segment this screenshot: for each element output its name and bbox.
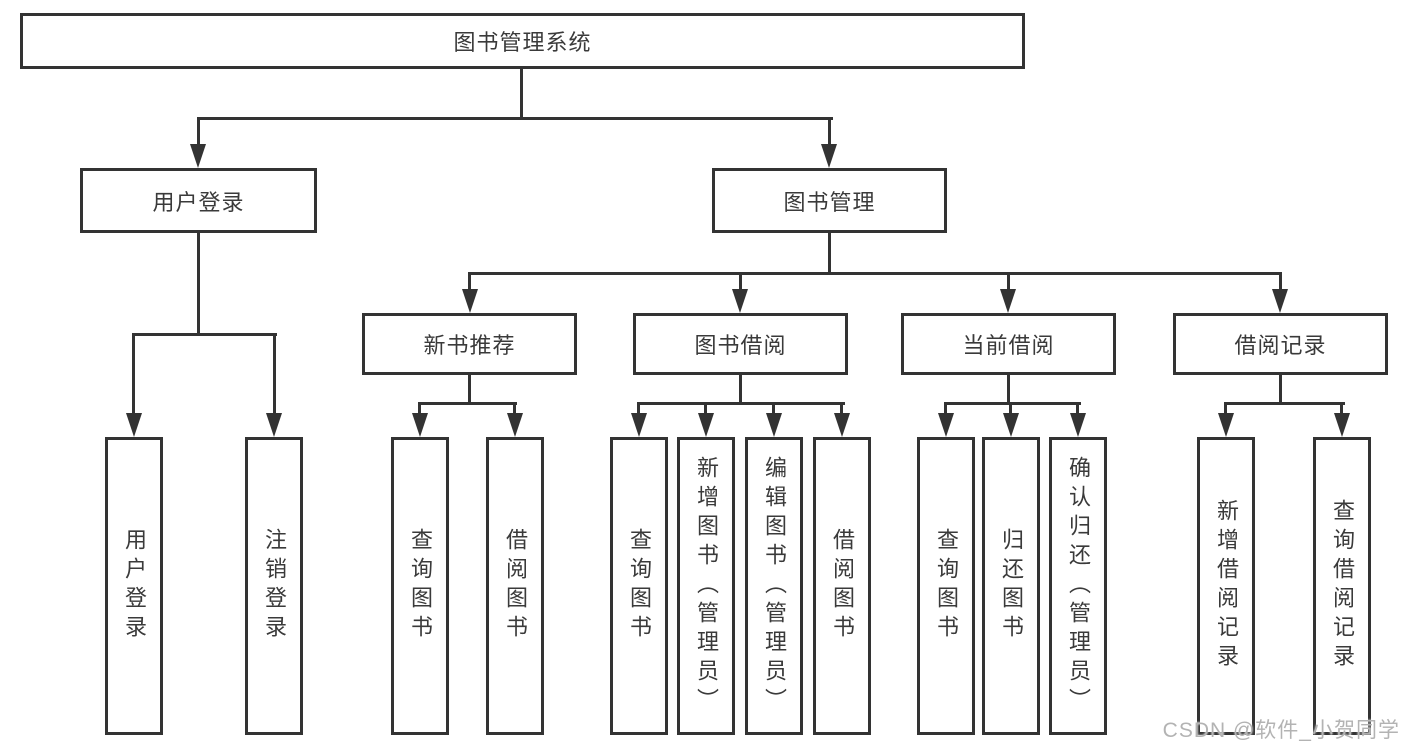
- leaf-query-borrow-record: 查询借阅记录: [1313, 437, 1371, 735]
- connector-line: [520, 69, 523, 120]
- leaf-query-books-current: 查询图书: [917, 437, 975, 735]
- leaf-label: 确认归还（管理员）: [1066, 455, 1091, 717]
- leaf-label: 新增图书（管理员）: [694, 455, 719, 717]
- connector-line: [1279, 375, 1282, 405]
- node-user-login: 用户登录: [80, 168, 317, 233]
- node-label: 新书推荐: [423, 333, 516, 358]
- connector-line: [1007, 272, 1010, 293]
- leaf-label: 查询图书: [934, 528, 959, 644]
- csdn-watermark: CSDN @软件_小贺同学: [1162, 719, 1400, 742]
- connector-line: [1279, 272, 1282, 293]
- arrowhead-down-icon: [1334, 413, 1350, 437]
- leaf-label: 编辑图书（管理员）: [762, 455, 787, 717]
- leaf-label: 查询图书: [408, 528, 433, 644]
- connector-line: [513, 402, 516, 417]
- connector-line: [132, 333, 277, 336]
- arrowhead-down-icon: [1272, 289, 1288, 313]
- leaf-label: 查询借阅记录: [1330, 499, 1355, 673]
- leaf-label: 注销登录: [262, 528, 287, 644]
- connector-line: [1224, 402, 1345, 405]
- arrowhead-down-icon: [462, 289, 478, 313]
- arrowhead-down-icon: [821, 144, 837, 168]
- connector-line: [739, 375, 742, 405]
- connector-line: [1340, 402, 1343, 417]
- connector-line: [418, 402, 421, 417]
- node-book-borrowing: 图书借阅: [633, 313, 848, 375]
- arrowhead-down-icon: [412, 413, 428, 437]
- node-borrowing-records: 借阅记录: [1173, 313, 1388, 375]
- node-label: 当前借阅: [962, 333, 1055, 358]
- connector-line: [1007, 375, 1010, 405]
- connector-line: [840, 402, 843, 417]
- arrowhead-down-icon: [126, 413, 142, 437]
- node-label: 图书管理系统: [453, 30, 592, 55]
- connector-line: [468, 272, 1282, 275]
- leaf-borrow-books: 借阅图书: [813, 437, 871, 735]
- connector-line: [273, 333, 276, 417]
- connector-line: [1224, 402, 1227, 417]
- arrowhead-down-icon: [698, 413, 714, 437]
- connector-line: [418, 402, 517, 405]
- arrowhead-down-icon: [766, 413, 782, 437]
- connector-line: [637, 402, 845, 405]
- connector-line: [132, 333, 135, 417]
- connector-line: [828, 233, 831, 275]
- node-label: 借阅记录: [1234, 333, 1327, 358]
- connector-line: [828, 117, 831, 149]
- leaf-label: 借阅图书: [503, 528, 528, 644]
- arrowhead-down-icon: [938, 413, 954, 437]
- node-library-management-system: 图书管理系统: [20, 13, 1025, 69]
- connector-line: [1076, 402, 1079, 417]
- connector-line: [944, 402, 1081, 405]
- connector-line: [944, 402, 947, 417]
- arrowhead-down-icon: [1218, 413, 1234, 437]
- connector-line: [704, 402, 707, 417]
- connector-line: [772, 402, 775, 417]
- arrowhead-down-icon: [1000, 289, 1016, 313]
- arrowhead-down-icon: [1070, 413, 1086, 437]
- leaf-borrow-books-recommend: 借阅图书: [486, 437, 544, 735]
- connector-line: [197, 117, 833, 120]
- leaf-label: 查询图书: [627, 528, 652, 644]
- arrowhead-down-icon: [1003, 413, 1019, 437]
- arrowhead-down-icon: [266, 413, 282, 437]
- leaf-add-books-admin: 新增图书（管理员）: [677, 437, 735, 735]
- connector-line: [637, 402, 640, 417]
- arrowhead-down-icon: [732, 289, 748, 313]
- node-new-book-recommend: 新书推荐: [362, 313, 577, 375]
- connector-line: [468, 272, 471, 293]
- node-label: 图书借阅: [694, 333, 787, 358]
- arrowhead-down-icon: [190, 144, 206, 168]
- connector-line: [197, 117, 200, 149]
- node-book-management: 图书管理: [712, 168, 947, 233]
- connector-line: [739, 272, 742, 293]
- leaf-label: 归还图书: [999, 528, 1024, 644]
- leaf-return-books: 归还图书: [982, 437, 1040, 735]
- arrowhead-down-icon: [631, 413, 647, 437]
- leaf-edit-books-admin: 编辑图书（管理员）: [745, 437, 803, 735]
- connector-line: [1009, 402, 1012, 417]
- arrowhead-down-icon: [507, 413, 523, 437]
- arrowhead-down-icon: [834, 413, 850, 437]
- node-label: 用户登录: [152, 189, 245, 215]
- leaf-confirm-return-admin: 确认归还（管理员）: [1049, 437, 1107, 735]
- node-label: 图书管理: [783, 189, 876, 215]
- connector-line: [197, 233, 200, 336]
- leaf-query-books-recommend: 查询图书: [391, 437, 449, 735]
- node-current-borrowing: 当前借阅: [901, 313, 1116, 375]
- leaf-query-books-borrowing: 查询图书: [610, 437, 668, 735]
- leaf-label: 借阅图书: [830, 528, 855, 644]
- leaf-logout: 注销登录: [245, 437, 303, 735]
- connector-line: [468, 375, 471, 405]
- leaf-user-login: 用户登录: [105, 437, 163, 735]
- leaf-add-borrow-record: 新增借阅记录: [1197, 437, 1255, 735]
- leaf-label: 用户登录: [122, 528, 147, 644]
- leaf-label: 新增借阅记录: [1214, 499, 1239, 673]
